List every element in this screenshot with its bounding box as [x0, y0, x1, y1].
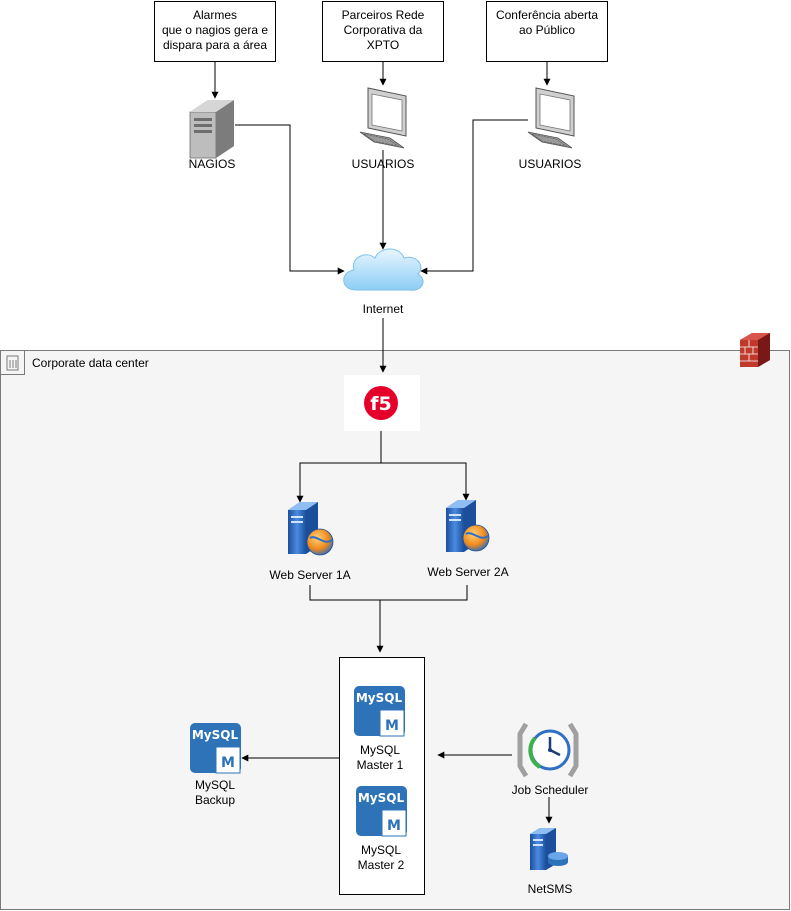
note-conferencia: Conferência aberta ao Público [486, 1, 608, 62]
label-mysql-master-2: MySQL Master 2 [357, 843, 405, 872]
svg-text:MySQL: MySQL [192, 728, 239, 742]
label-web-server-1: Web Server 1A [269, 568, 351, 582]
netsms-server-icon [530, 828, 568, 870]
label-mysql-backup: MySQL Backup [194, 778, 236, 807]
building-icon [0, 350, 25, 375]
internet-cloud-icon [343, 248, 424, 291]
label-job-scheduler: Job Scheduler [511, 783, 589, 797]
edge-usuarios2-internet [420, 119, 528, 275]
svg-text:M: M [387, 818, 401, 834]
note-parceiros: Parceiros Rede Corporativa da XPTO [322, 1, 444, 62]
edges [211, 62, 553, 824]
label-mysql-master-1: MySQL Master 1 [356, 743, 404, 772]
web-server-2-icon [446, 500, 490, 552]
f5-load-balancer-icon: f5 [344, 375, 420, 431]
mysql-master-1-icon: MySQL M [354, 686, 405, 737]
job-scheduler-clock-icon [517, 722, 579, 778]
firewall-icon [740, 333, 770, 367]
edge-nagios-internet [235, 124, 345, 275]
svg-text:M: M [221, 755, 235, 771]
label-datacenter: Corporate data center [32, 356, 149, 370]
label-internet: Internet [362, 302, 404, 316]
label-nagios: NAGIOS [188, 157, 236, 171]
svg-text:MySQL: MySQL [358, 791, 405, 805]
label-usuarios-2: USUARIOS [518, 157, 582, 171]
note-alarmes: Alarmes que o nagios gera e dispara para… [154, 1, 276, 62]
edge-f5-web2 [381, 462, 470, 501]
svg-text:M: M [385, 718, 399, 734]
usuarios-workstation-icon-2 [527, 87, 575, 149]
mysql-backup-icon: MySQL M [190, 723, 241, 774]
label-web-server-2: Web Server 2A [427, 565, 509, 579]
svg-text:MySQL: MySQL [356, 691, 403, 705]
svg-text:f5: f5 [370, 393, 392, 415]
label-usuarios-1: USUARIOS [351, 157, 415, 171]
mysql-master-2-icon: MySQL M [356, 786, 407, 837]
nagios-server-icon [189, 100, 234, 159]
label-netsms: NetSMS [527, 882, 573, 896]
edge-f5-web1 [296, 431, 382, 503]
usuarios-workstation-icon [359, 87, 407, 149]
web-server-1-icon [288, 502, 334, 556]
edge-web-join [309, 585, 468, 601]
